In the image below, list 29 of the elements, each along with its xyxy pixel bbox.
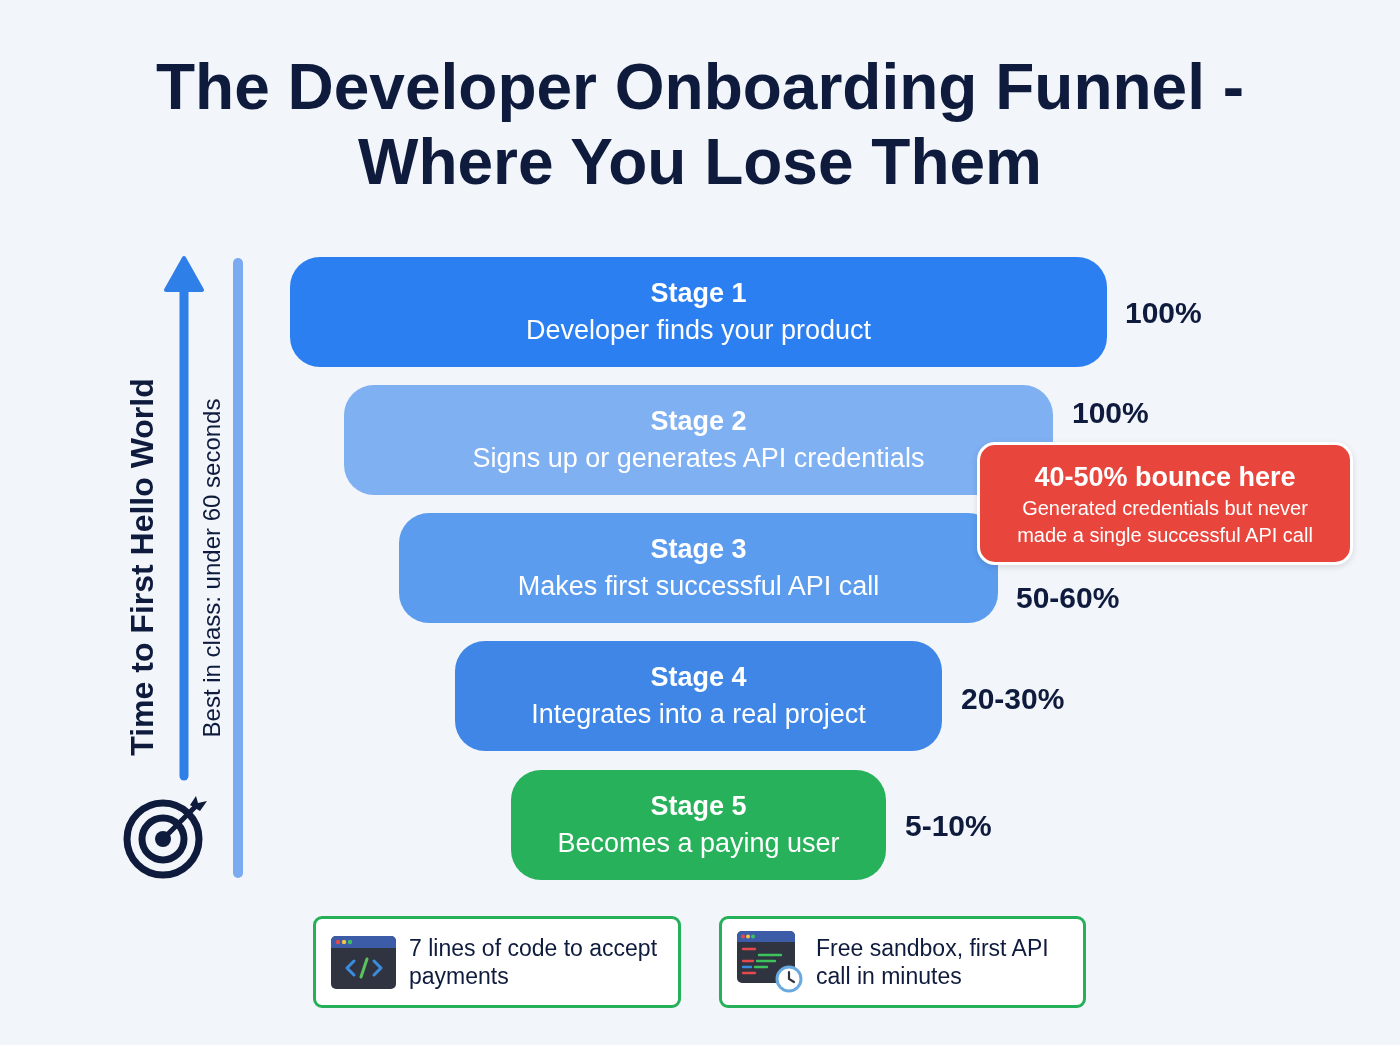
percentage-label: 5-10% bbox=[905, 808, 992, 844]
funnel-stage-bar bbox=[290, 257, 1107, 367]
example-card bbox=[719, 916, 1086, 1008]
funnel-stage-bar bbox=[511, 770, 886, 880]
example-card bbox=[313, 916, 681, 1008]
stage-description: Makes first successful API call bbox=[517, 570, 880, 603]
stage-title: Stage 2 bbox=[650, 405, 747, 438]
callout-heading: 40-50% bounce here bbox=[1034, 460, 1296, 494]
stage-title: Stage 5 bbox=[650, 790, 747, 823]
diagram-title: The Developer Onboarding Funnel - Where You Lose Them bbox=[154, 50, 1246, 200]
axis-note: Best in class: under 60 seconds bbox=[198, 398, 226, 738]
stage-description: Signs up or generates API credentials bbox=[472, 442, 925, 475]
funnel-stage-bar bbox=[399, 513, 998, 623]
card-text: Free sandbox, first API call in minutes bbox=[816, 934, 1050, 990]
stage-title: Stage 1 bbox=[650, 277, 747, 310]
percentage-label: 20-30% bbox=[961, 681, 1065, 717]
percentage-label: 100% bbox=[1072, 395, 1149, 431]
stage-title: Stage 4 bbox=[650, 661, 747, 694]
card-text: 7 lines of code to accept payments bbox=[409, 934, 659, 990]
stage-description: Integrates into a real project bbox=[531, 698, 866, 731]
percentage-label: 50-60% bbox=[1016, 580, 1120, 616]
callout-box bbox=[977, 442, 1353, 565]
stage-title: Stage 3 bbox=[650, 533, 747, 566]
percentage-label: 100% bbox=[1125, 295, 1202, 331]
stage-description: Developer finds your product bbox=[525, 314, 872, 347]
funnel-stage-bar bbox=[455, 641, 942, 751]
callout-text: Generated credentials but never made a single successful API call bbox=[1016, 495, 1314, 548]
stage-description: Becomes a paying user bbox=[557, 827, 840, 860]
axis-label: Time to First Hello World bbox=[123, 378, 161, 756]
